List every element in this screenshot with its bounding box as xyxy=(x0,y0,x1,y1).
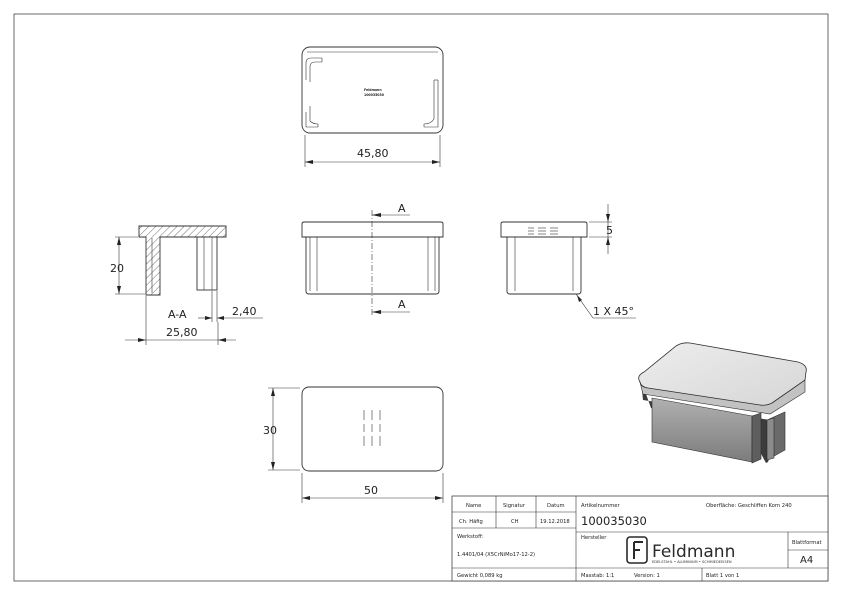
logo-sub: EDELSTAHL • ALUMINIUM • SCHMIEDEEISEN xyxy=(652,560,732,564)
front-view: A A xyxy=(301,202,444,316)
tb-name-header: Name xyxy=(466,503,481,509)
tb-datum: 19.12.2018 xyxy=(540,519,570,525)
tb-blatt: Blatt 1 von 1 xyxy=(706,573,739,579)
cut-mark-bottom: A xyxy=(398,298,406,311)
section-label: A-A xyxy=(168,308,187,321)
tb-hersteller-label: Hersteller xyxy=(581,535,607,541)
tb-gewicht: Gewicht 0,089 kg xyxy=(457,573,503,579)
tb-signatur-header: Signatur xyxy=(503,503,526,509)
tb-version: Version: 1 xyxy=(634,573,660,579)
isometric-view xyxy=(638,342,807,464)
top-view: Feldmann 100035030 45,80 xyxy=(301,46,444,167)
stamp-line2: 100035030 xyxy=(364,93,385,97)
tb-artikel: 100035030 xyxy=(581,514,647,528)
tb-name: Ch. Häfig xyxy=(459,519,483,525)
stamp-line1: Feldmann xyxy=(364,88,382,92)
cut-mark-top: A xyxy=(398,202,406,215)
tb-blattformat-label: Blattformat xyxy=(792,540,822,546)
title-block: Name Signatur Datum Ch. Häfig CH 19.12.2… xyxy=(451,495,829,582)
tb-blattformat: A4 xyxy=(800,555,813,566)
bottom-view: 30 50 xyxy=(263,386,444,503)
dim-chamfer: 1 X 45° xyxy=(593,305,634,318)
tb-werkstoff: 1.4401/04 (X5CrNiMo17-12-2) xyxy=(457,552,535,558)
tb-signatur: CH xyxy=(511,519,519,525)
dim-side-depth: 5 xyxy=(606,224,613,237)
dim-bottom-height: 30 xyxy=(263,424,277,437)
dim-height: 20 xyxy=(110,262,124,275)
dim-wall: 2,40 xyxy=(232,305,257,318)
feldmann-logo: Feldmann EDELSTAHL • ALUMINIUM • SCHMIED… xyxy=(626,536,735,564)
logo-text: Feldmann xyxy=(652,542,735,562)
section-view-a-a: 20 A-A 2,40 25,80 xyxy=(110,225,263,345)
tb-massstab: Masstab: 1:1 xyxy=(581,573,614,579)
tb-datum-header: Datum xyxy=(547,503,565,509)
tb-oberflaeche: Oberfläche: Geschliffen Korn 240 xyxy=(706,503,792,509)
tb-artikel-label: Artikelnummer xyxy=(581,503,620,509)
dim-bottom-width: 50 xyxy=(364,484,378,497)
sheet-border xyxy=(13,13,829,582)
tb-werkstoff-label: Werkstoff: xyxy=(457,534,484,540)
dim-top-width: 45,80 xyxy=(357,147,389,160)
side-view: 5 1 X 45° xyxy=(500,204,636,319)
dim-section-width: 25,80 xyxy=(166,326,198,339)
